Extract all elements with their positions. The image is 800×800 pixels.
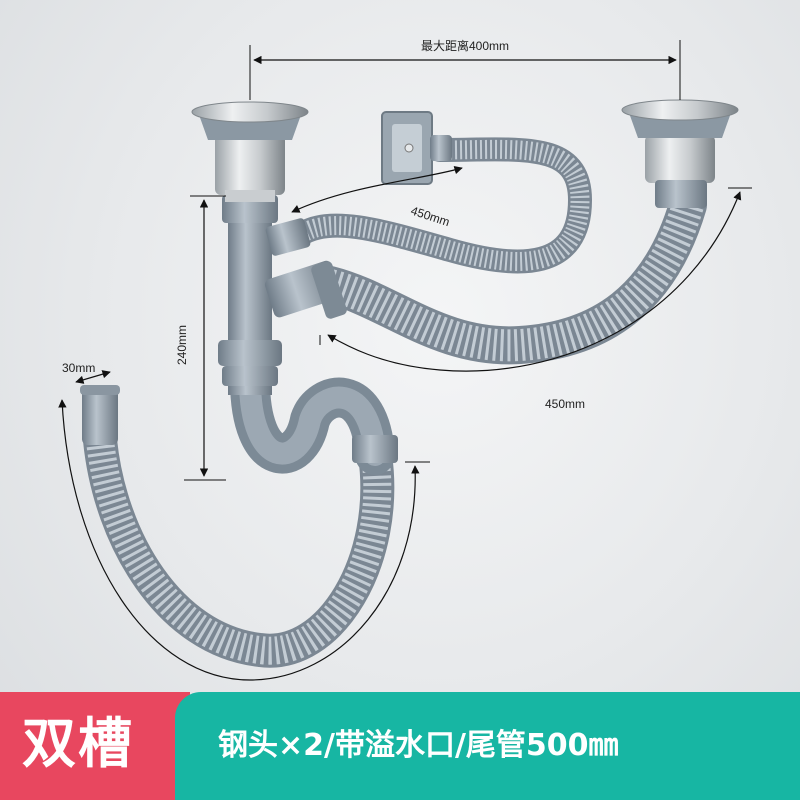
banner-subtitle: 钢头×2/带溢水口/尾管500㎜ <box>218 728 619 763</box>
dim-right-hose: 450mm <box>545 397 585 411</box>
dim-max-distance: 最大距离400mm <box>421 38 509 53</box>
right-steel-strainer <box>621 99 739 208</box>
tail-hose <box>80 385 395 668</box>
overflow-hose <box>288 137 593 274</box>
banner-right-block <box>175 692 800 800</box>
dim-height: 240mm <box>175 325 189 365</box>
banner-title: 双槽 <box>22 712 134 775</box>
banner-left-block: 双槽 <box>0 692 190 800</box>
dim-tail-diameter: 30mm <box>62 361 95 375</box>
left-steel-strainer <box>191 101 309 202</box>
s-trap <box>230 360 398 475</box>
overflow-cup <box>381 111 452 185</box>
dimension-annotations: 最大距离400mm 450mm 450mm 240mm 30mm 500mm <box>58 38 752 709</box>
bottom-banner: 双槽 钢头×2/带溢水口/尾管500㎜ <box>0 692 800 800</box>
vertical-tee-pipe <box>218 195 347 395</box>
dim-overflow-hose: 450mm <box>409 204 451 230</box>
